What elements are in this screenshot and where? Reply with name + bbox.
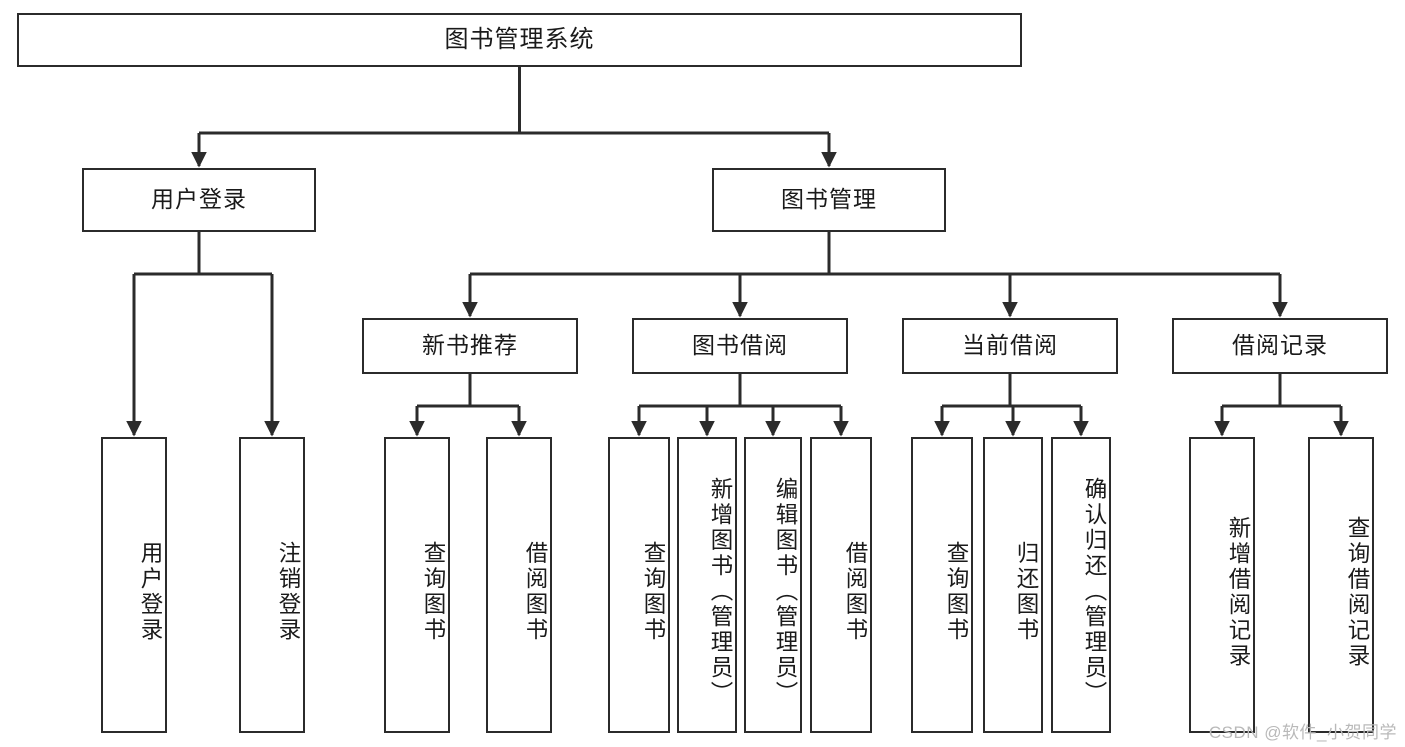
node-root-library-system[interactable]: 图书管理系统 <box>17 13 1022 67</box>
leaf-query-book-recommendation[interactable]: 查询图书 <box>384 437 450 733</box>
node-label: 编辑图书（管理员） <box>773 477 798 707</box>
node-label: 新增图书（管理员） <box>708 477 733 707</box>
leaf-borrow-book-borrowing[interactable]: 借阅图书 <box>810 437 872 733</box>
node-label: 查询图书 <box>421 541 446 643</box>
leaf-return-book[interactable]: 归还图书 <box>983 437 1043 733</box>
node-label: 确认归还（管理员） <box>1082 477 1107 707</box>
leaf-confirm-return-admin[interactable]: 确认归还（管理员） <box>1051 437 1111 733</box>
leaf-query-book-borrowing[interactable]: 查询图书 <box>608 437 670 733</box>
node-label: 查询图书 <box>641 541 666 643</box>
node-current-borrowing[interactable]: 当前借阅 <box>902 318 1118 374</box>
node-label: 借阅记录 <box>1232 332 1328 359</box>
node-label: 图书借阅 <box>692 332 788 359</box>
node-new-book-recommendation[interactable]: 新书推荐 <box>362 318 578 374</box>
node-borrowing-record[interactable]: 借阅记录 <box>1172 318 1388 374</box>
node-user-login[interactable]: 用户登录 <box>82 168 316 232</box>
leaf-add-book-admin[interactable]: 新增图书（管理员） <box>677 437 737 733</box>
node-label: 查询借阅记录 <box>1345 515 1370 669</box>
leaf-add-borrow-record[interactable]: 新增借阅记录 <box>1189 437 1255 733</box>
leaf-borrow-book-recommendation[interactable]: 借阅图书 <box>486 437 552 733</box>
node-label: 查询图书 <box>944 541 969 643</box>
node-label: 新书推荐 <box>422 332 518 359</box>
leaf-query-borrow-record[interactable]: 查询借阅记录 <box>1308 437 1374 733</box>
leaf-edit-book-admin[interactable]: 编辑图书（管理员） <box>744 437 802 733</box>
node-label: 新增借阅记录 <box>1226 515 1251 669</box>
node-label: 借阅图书 <box>523 541 548 643</box>
node-label: 借阅图书 <box>843 541 868 643</box>
leaf-query-book-current[interactable]: 查询图书 <box>911 437 973 733</box>
node-label: 图书管理 <box>781 186 877 213</box>
node-label: 归还图书 <box>1014 541 1039 643</box>
leaf-user-login[interactable]: 用户登录 <box>101 437 167 733</box>
leaf-logout[interactable]: 注销登录 <box>239 437 305 733</box>
node-label: 图书管理系统 <box>444 25 595 53</box>
node-label: 用户登录 <box>138 541 163 643</box>
node-label: 当前借阅 <box>962 332 1058 359</box>
node-book-borrowing[interactable]: 图书借阅 <box>632 318 848 374</box>
node-label: 用户登录 <box>151 186 247 213</box>
csdn-watermark: CSDN @软件_小贺同学 <box>1208 723 1397 742</box>
node-label: 注销登录 <box>276 541 301 643</box>
node-book-management[interactable]: 图书管理 <box>712 168 946 232</box>
